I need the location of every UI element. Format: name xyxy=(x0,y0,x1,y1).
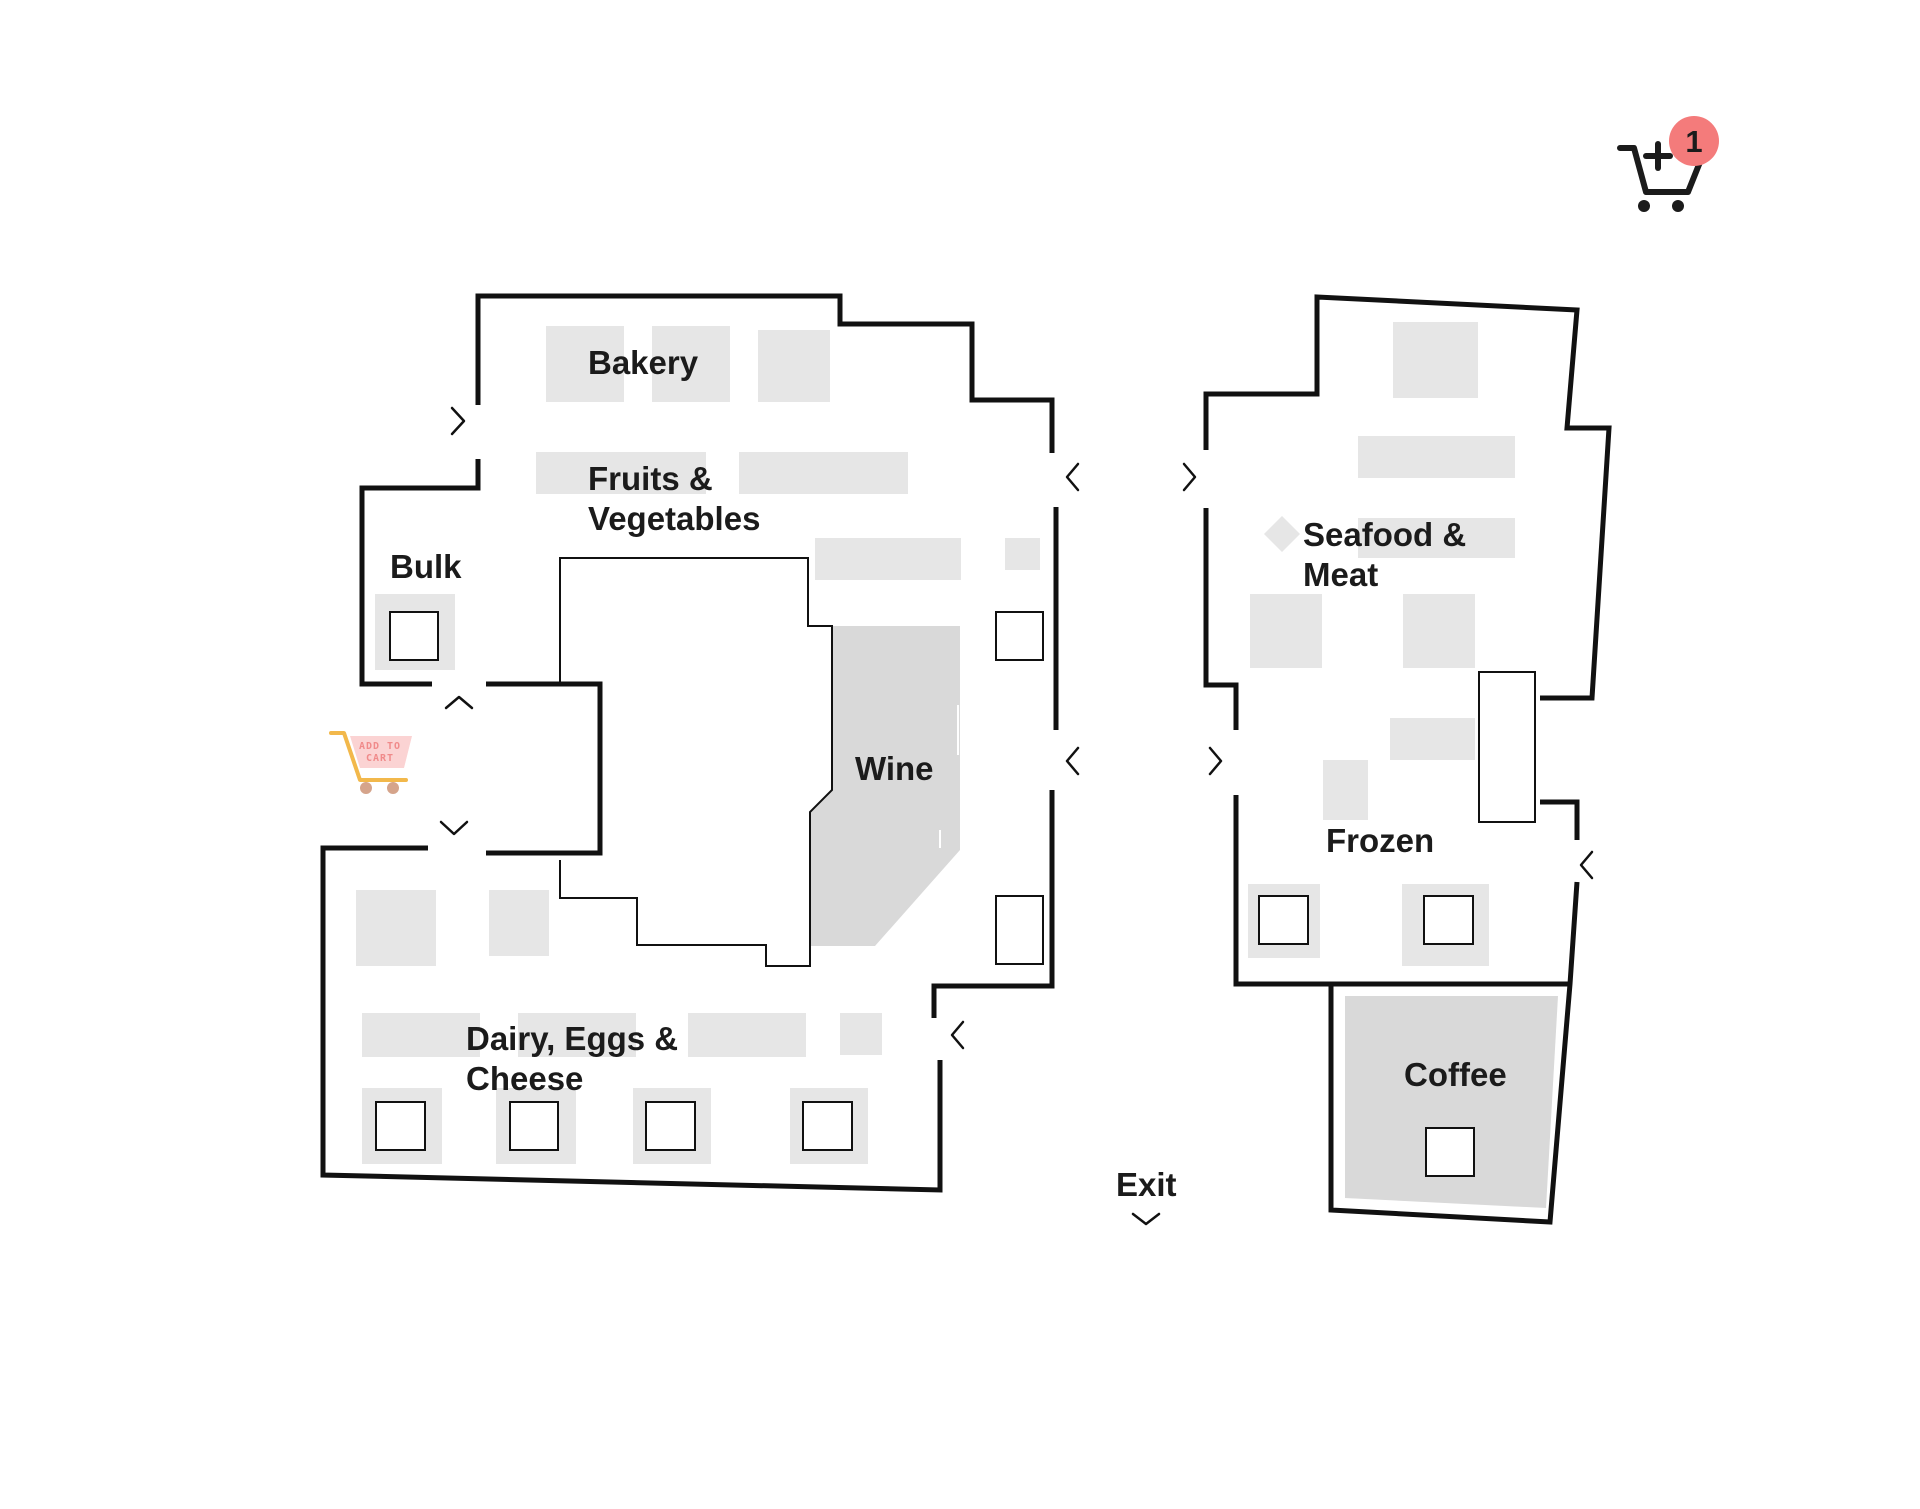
shelf-meat-diamond xyxy=(1264,516,1300,552)
fixtures xyxy=(375,611,1536,1177)
shelf-dairy-3 xyxy=(362,1013,480,1057)
door-arrow-bulk-south[interactable] xyxy=(444,695,474,710)
fixture-frozen-2 xyxy=(1423,895,1474,945)
shelf-meat-5 xyxy=(1403,594,1475,668)
fixture-dairy-cooler-2 xyxy=(509,1101,559,1151)
shelf-produce-3 xyxy=(815,538,961,580)
shelf-produce-2 xyxy=(739,452,908,494)
door-arrow-dairy-east[interactable] xyxy=(950,1020,965,1050)
label-dairy-line2: Cheese xyxy=(466,1060,583,1097)
fixture-dairy-cooler-4 xyxy=(802,1101,853,1151)
door-arrows xyxy=(439,406,1594,1226)
fixture-bulk-bin xyxy=(389,611,439,661)
wall-coffee xyxy=(1328,881,1580,1225)
wall-right-north xyxy=(1203,294,1612,701)
shelf-meat-2 xyxy=(1358,436,1515,478)
wall-left-east-lower xyxy=(931,790,1055,1018)
shelf-produce-4 xyxy=(1005,538,1040,570)
label-coffee: Coffee xyxy=(1404,1056,1507,1093)
label-wine: Wine xyxy=(855,750,934,787)
wine-enclosure-wall xyxy=(559,557,833,967)
fixture-coffee-station xyxy=(1425,1127,1475,1177)
fixture-produce-display xyxy=(995,611,1044,661)
shelf-dairy-5 xyxy=(688,1013,806,1057)
shelf-bakery-3 xyxy=(758,330,830,402)
add-to-cart-label-line2: CART xyxy=(366,753,394,764)
label-seafood-line1: Seafood & xyxy=(1303,516,1466,553)
wall-right-east xyxy=(1540,799,1580,840)
cart-badge-count: 1 xyxy=(1685,124,1702,159)
cart-badge xyxy=(1669,116,1719,166)
cart-wheel-right xyxy=(387,782,399,794)
wall-left-north xyxy=(475,293,1055,453)
label-fruits-line1: Fruits & xyxy=(588,460,713,497)
door-arrow-bakery-west[interactable] xyxy=(450,406,466,436)
cart-icon-wheel-right xyxy=(1672,200,1684,212)
add-to-cart-shopper[interactable]: ADD TO CART xyxy=(329,731,412,794)
wall-left-bulk xyxy=(359,459,481,687)
cart-button[interactable]: 1 xyxy=(1617,116,1719,212)
exit-arrow-icon[interactable] xyxy=(1131,1212,1161,1226)
wall-left-cart-aisle xyxy=(486,681,603,856)
fixture-dairy-cooler-3 xyxy=(645,1101,696,1151)
shelf-bakery-2 xyxy=(652,326,730,402)
label-frozen: Frozen xyxy=(1326,822,1434,859)
add-to-cart-label-bg xyxy=(350,736,412,768)
label-bakery: Bakery xyxy=(588,344,699,381)
fixture-dairy-display xyxy=(995,895,1044,965)
add-to-cart-label-line1: ADD TO xyxy=(359,741,401,752)
label-seafood-line2: Meat xyxy=(1303,556,1378,593)
fixture-dairy-cooler-1 xyxy=(375,1101,426,1151)
section-wine-area xyxy=(810,626,960,946)
door-arrow-frozen-east[interactable] xyxy=(1579,850,1594,880)
fixture-frozen-1 xyxy=(1258,895,1309,945)
shelf-meat-1 xyxy=(1393,322,1478,398)
shelf-dairy-2 xyxy=(489,890,549,956)
shelf-frozen-2 xyxy=(1323,760,1368,820)
door-arrow-frozen-west[interactable] xyxy=(1208,746,1223,776)
cart-wheel-left xyxy=(360,782,372,794)
label-bulk: Bulk xyxy=(390,548,462,585)
shelf-dairy-1 xyxy=(356,890,436,966)
wall-left-south xyxy=(320,845,943,1193)
shelf-dairy-6 xyxy=(840,1013,882,1055)
label-exit[interactable]: Exit xyxy=(1116,1166,1177,1203)
section-coffee-area xyxy=(1345,996,1558,1208)
shelf-frozen-1 xyxy=(1390,718,1475,760)
door-arrow-meat-west[interactable] xyxy=(1182,462,1197,492)
door-arrow-produce-east[interactable] xyxy=(1065,462,1080,492)
shelf-produce-1 xyxy=(536,452,706,494)
wall-right-west xyxy=(1203,508,1239,730)
shelf-meat-4 xyxy=(1250,594,1322,668)
shelf-dairy-4 xyxy=(518,1013,636,1057)
label-dairy-line1: Dairy, Eggs & xyxy=(466,1020,678,1057)
door-arrow-wine-east[interactable] xyxy=(1065,746,1080,776)
fixture-frozen-case xyxy=(1478,671,1536,823)
walls xyxy=(320,293,1612,1225)
label-fruits-line2: Vegetables xyxy=(588,500,760,537)
cart-plus-icon xyxy=(1617,145,1703,195)
door-arrow-cart-aisle-south[interactable] xyxy=(439,820,469,836)
wall-right-frozen xyxy=(1233,795,1568,987)
shopping-cart-icon xyxy=(329,731,408,782)
cart-icon-wheel-left xyxy=(1638,200,1650,212)
section-labels: Bakery Fruits & Vegetables Bulk Wine Dai… xyxy=(390,344,1507,1203)
shelf-meat-3 xyxy=(1358,518,1515,558)
shelf-bakery-1 xyxy=(546,326,624,402)
